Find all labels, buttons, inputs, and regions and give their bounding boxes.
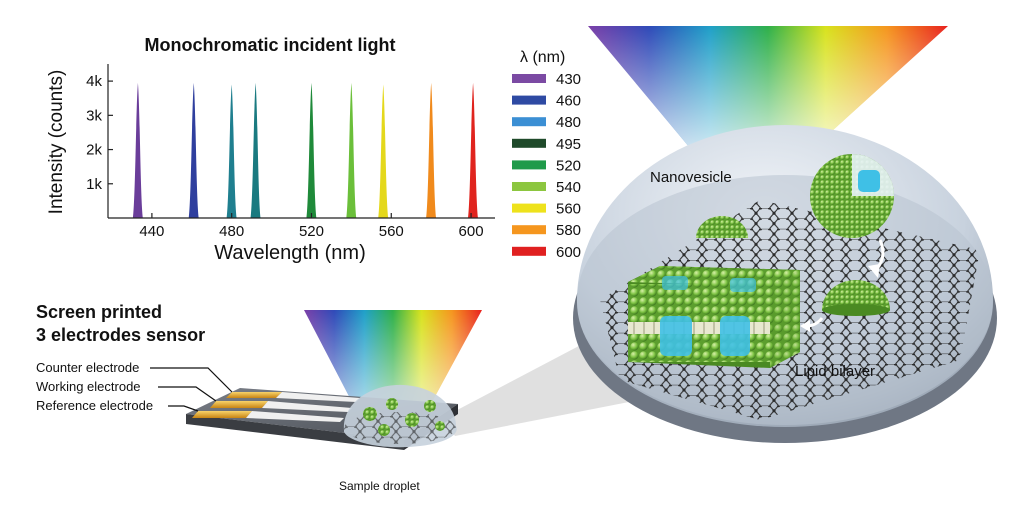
working-electrode-pad	[210, 401, 268, 408]
peak-560	[378, 84, 389, 219]
legend-swatch-600	[512, 246, 546, 256]
sample-droplet-label: Sample droplet	[339, 479, 420, 493]
y-axis-label: Intensity (counts)	[46, 70, 67, 215]
y-tick-label: 3k	[86, 107, 102, 124]
y-tick-label: 1k	[86, 176, 102, 193]
legend-swatch-430	[512, 74, 546, 83]
vesicle-small	[696, 216, 748, 238]
working-electrode-label: Working electrode	[36, 379, 141, 394]
light-cone-fade	[588, 26, 948, 160]
legend-swatch-540	[512, 182, 546, 191]
legend-label-580: 580	[556, 222, 581, 239]
legend-label-430: 430	[556, 71, 581, 88]
peak-480	[226, 84, 237, 219]
x-tick-label: 480	[219, 223, 244, 240]
vesicle-landed	[822, 280, 890, 310]
lipid-bilayer-label: Lipid bilayer	[795, 363, 875, 380]
working-leader	[158, 386, 217, 402]
legend-label-495: 495	[556, 136, 581, 153]
sensor-title-line2: 3 electrodes sensor	[36, 325, 205, 345]
reference-leader	[168, 405, 199, 412]
x-ticks: 440 480 520 560 600	[139, 213, 484, 240]
lipid-bilayer-block	[628, 266, 800, 368]
peak-600	[468, 82, 479, 218]
peak-540	[346, 82, 357, 218]
x-tick-label: 600	[459, 223, 484, 240]
nanovesicle-label: Nanovesicle	[650, 169, 732, 186]
legend-label-520: 520	[556, 157, 581, 174]
legend-swatch-460	[512, 95, 546, 105]
legend-title: λ (nm)	[520, 49, 565, 66]
zoomed-droplet-view: Nanovesicle Lipid bilayer	[442, 26, 997, 443]
wavelength-legend: λ (nm) 430 460 480 495 520 540 560 580 600	[512, 49, 581, 261]
legend-label-540: 540	[556, 179, 581, 196]
receptor-protein	[660, 316, 692, 356]
legend-label-480: 480	[556, 114, 581, 131]
y-tick-label: 4k	[86, 73, 102, 90]
counter-leader	[150, 367, 233, 393]
sensor-title-line1: Screen printed	[36, 302, 162, 322]
x-tick-label: 440	[139, 223, 164, 240]
legend-swatch-580	[512, 225, 546, 235]
electrode-sensor: Screen printed 3 electrodes sensor	[36, 302, 482, 493]
x-tick-label: 560	[379, 223, 404, 240]
counter-electrode-pad	[226, 392, 282, 398]
reference-electrode-label: Reference electrode	[36, 398, 153, 413]
legend-label-460: 460	[556, 93, 581, 110]
peak-495	[250, 82, 261, 218]
legend-swatch-495	[512, 138, 546, 148]
legend-swatch-480	[512, 117, 546, 127]
peak-460	[188, 82, 199, 218]
y-ticks: 1k 2k 3k 4k	[86, 73, 113, 193]
receptor-protein	[720, 316, 750, 356]
spectrum-peaks	[132, 82, 479, 219]
legend-label-600: 600	[556, 244, 581, 261]
legend-items: 430 460 480 495 520 540 560 580 600	[512, 71, 581, 261]
legend-swatch-560	[512, 203, 546, 213]
peak-580	[426, 82, 437, 218]
legend-swatch-520	[512, 160, 546, 170]
y-tick-label: 2k	[86, 142, 102, 159]
legend-label-560: 560	[556, 201, 581, 218]
spectrum-chart: Monochromatic incident light 1k 2k 3k 4k 44…	[46, 35, 495, 264]
peak-430	[132, 82, 143, 218]
reference-electrode-pad	[192, 411, 252, 418]
nanovesicle	[810, 154, 894, 238]
counter-electrode-label: Counter electrode	[36, 360, 139, 375]
x-tick-label: 520	[299, 223, 324, 240]
x-axis-label: Wavelength (nm)	[214, 242, 366, 264]
droplet-vesicles	[363, 398, 445, 436]
peak-520	[306, 82, 317, 218]
chart-title: Monochromatic incident light	[145, 35, 396, 55]
